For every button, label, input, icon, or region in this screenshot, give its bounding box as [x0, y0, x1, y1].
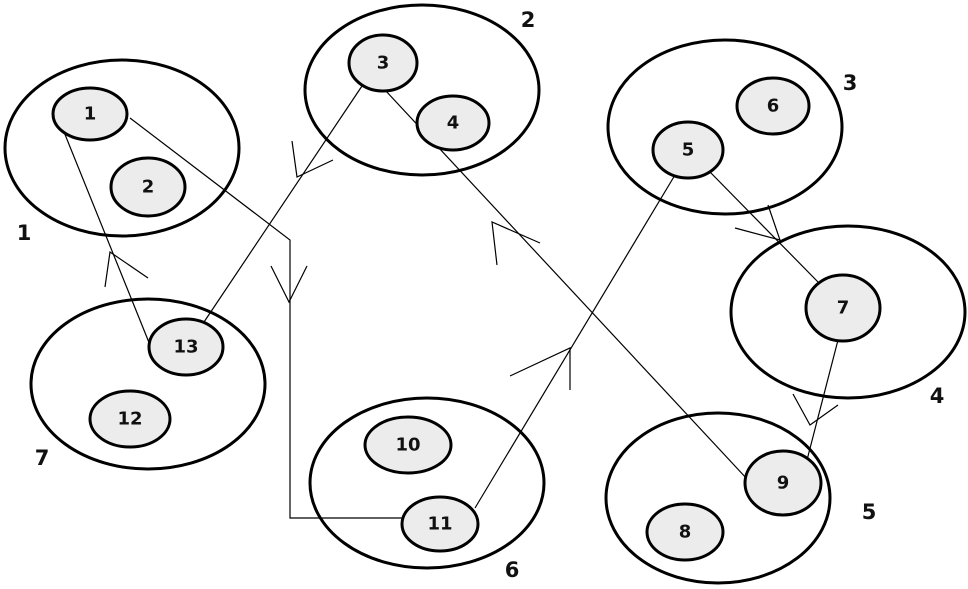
cluster-label-2: 2 [521, 8, 536, 32]
node-label-5: 5 [682, 140, 695, 161]
node-5 [651, 120, 725, 180]
node-11 [400, 495, 480, 553]
edge-3-to-13 [199, 85, 363, 329]
cluster-label-6: 6 [505, 558, 520, 582]
edge-1-to-11 [129, 117, 402, 519]
clusters [3, 3, 967, 585]
node-label-2: 2 [142, 177, 155, 198]
node-label-10: 10 [395, 435, 420, 456]
cluster-7 [29, 297, 267, 471]
cluster-label-5: 5 [862, 500, 877, 524]
cluster-label-7: 7 [35, 446, 50, 470]
arrowhead-edge-5-to-7 [734, 204, 781, 241]
node-label-13: 13 [173, 337, 198, 358]
edge-5-to-7 [709, 171, 819, 283]
arrowhead-edge-13-to-1 [104, 250, 149, 288]
cluster-label-3: 3 [843, 71, 858, 95]
node-7 [804, 273, 882, 343]
node-label-3: 3 [377, 53, 390, 74]
arrowhead-edge-1-to-11 [270, 265, 308, 304]
edge-13-to-1 [61, 126, 151, 346]
node-labels: 1 2 3 4 5 6 7 8 9 10 11 12 13 [84, 53, 850, 543]
arrowhead-edge-3-to-13 [291, 140, 334, 178]
node-label-9: 9 [777, 473, 790, 494]
node-label-7: 7 [837, 298, 850, 319]
node-10 [363, 415, 453, 475]
node-6 [735, 76, 811, 136]
node-label-11: 11 [427, 514, 452, 535]
cluster-3 [606, 38, 844, 216]
node-8 [645, 502, 725, 562]
node-label-4: 4 [447, 113, 460, 134]
node-12 [88, 389, 172, 449]
node-label-8: 8 [679, 522, 692, 543]
cluster-2 [303, 3, 541, 177]
edge-9-to-3 [384, 89, 749, 481]
node-1 [51, 86, 129, 142]
cluster-1 [3, 58, 241, 238]
arrowhead-edge-11-to-5 [509, 347, 571, 390]
edges [61, 85, 839, 519]
cluster-5 [604, 411, 832, 585]
arrowheads [104, 140, 839, 426]
cluster-label-4: 4 [930, 384, 945, 408]
node-label-6: 6 [767, 96, 780, 117]
edge-11-to-5 [474, 174, 676, 509]
node-3 [347, 33, 419, 93]
node-4 [415, 94, 491, 152]
nodes [51, 33, 882, 562]
arrowhead-edge-9-to-3 [491, 221, 541, 266]
arrowhead-edge-7-to-9 [792, 393, 839, 426]
node-label-1: 1 [84, 104, 97, 125]
node-9 [743, 449, 823, 517]
node-2 [109, 156, 187, 218]
node-label-12: 12 [117, 409, 142, 430]
cluster-labels: 1 2 3 4 5 6 7 [17, 8, 945, 582]
cluster-4 [729, 224, 967, 400]
cluster-6 [308, 396, 546, 570]
edge-7-to-9 [806, 339, 839, 461]
cluster-label-1: 1 [17, 221, 32, 245]
node-13 [147, 317, 225, 377]
